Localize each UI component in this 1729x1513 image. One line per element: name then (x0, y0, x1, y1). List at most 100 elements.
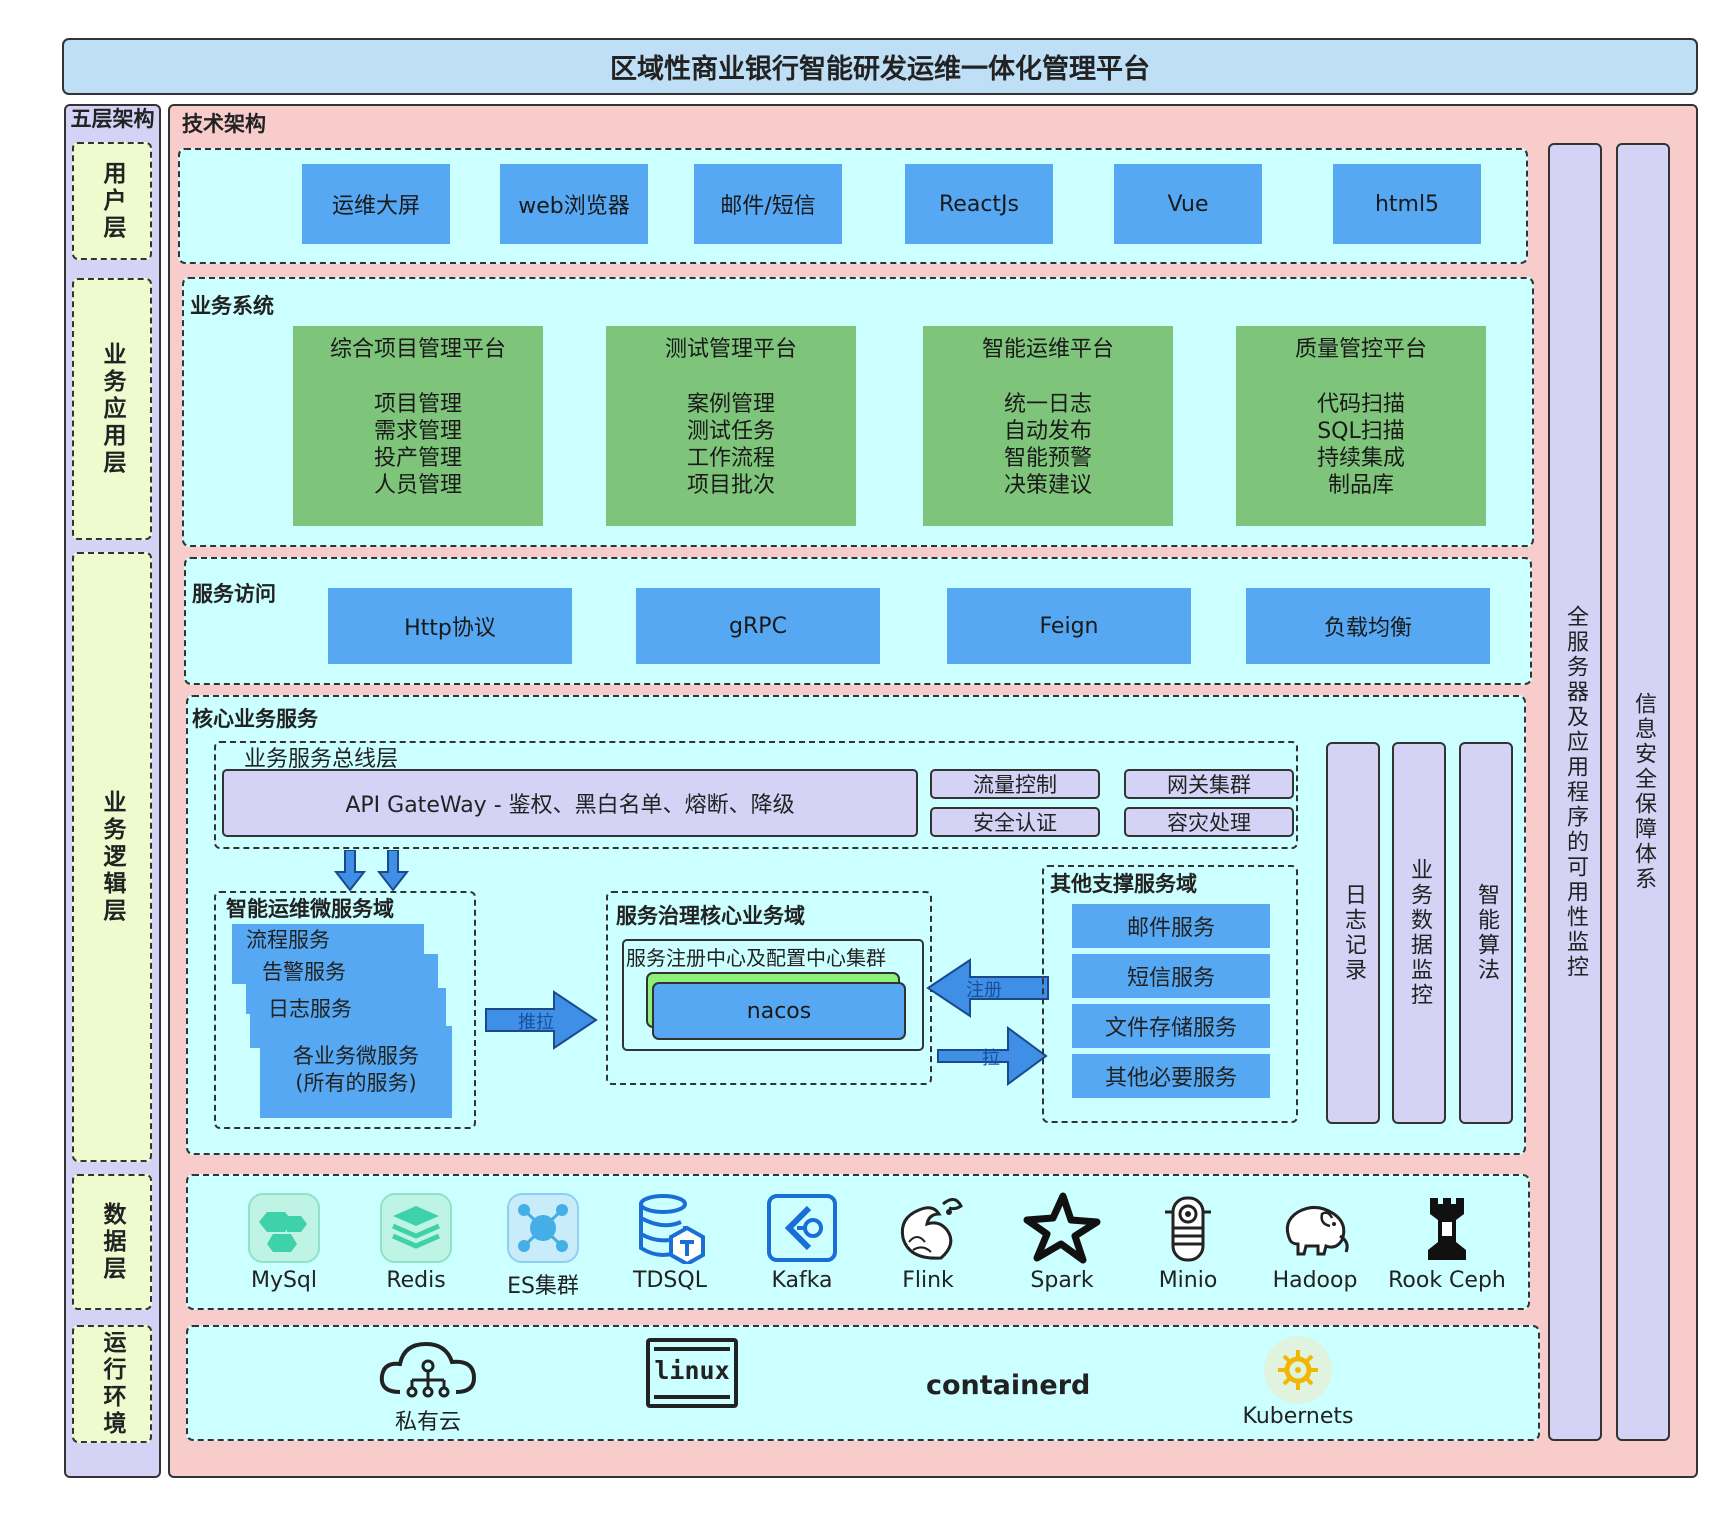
data-item-label: Minio (1158, 1268, 1218, 1293)
private-cloud-icon (379, 1341, 477, 1398)
data-item-label: Spark (1030, 1268, 1094, 1293)
layer-runtime: 运行环境 (72, 1325, 152, 1443)
kafka-icon (767, 1194, 837, 1262)
platform-item: 智能预警 (1003, 446, 1092, 471)
containerd-text: containerd (926, 1370, 1091, 1401)
platform-item: 投产管理 (373, 446, 462, 471)
data-item-label: Flink (902, 1268, 954, 1293)
data-item-minio: Minio (1138, 1192, 1238, 1293)
data-item-flink: Flink (878, 1192, 978, 1293)
col-info-security: 信息安全保障体系 (1616, 143, 1670, 1441)
user-item-html5: html5 (1333, 164, 1481, 244)
runtime-kubernetes: Kubernets (1234, 1336, 1362, 1429)
stack-flow-service: 流程服务 (246, 928, 330, 952)
platform-item: 项目批次 (686, 473, 775, 498)
data-item-es-cluster: ES集群 (488, 1192, 598, 1300)
data-item-spark: Spark (1012, 1192, 1112, 1293)
linux-text: linux (654, 1356, 730, 1385)
runtime-private-cloud: 私有云 (376, 1336, 480, 1436)
user-item-web-browser: web浏览器 (500, 164, 648, 244)
platform-item: 项目管理 (373, 392, 462, 417)
platform-title: 测试管理平台 (664, 337, 797, 362)
tech-architecture-title: 技术架构 (182, 112, 266, 136)
support-other-services: 其他必要服务 (1072, 1054, 1270, 1098)
flink-squirrel-icon (900, 1198, 963, 1260)
data-item-label: TDSQL (633, 1268, 707, 1293)
layer-business-app: 业务应用层 (72, 278, 152, 540)
bus-security-auth: 安全认证 (930, 807, 1100, 837)
user-item-reactjs: ReactJs (905, 164, 1053, 244)
col-info-security-text: 信息安全保障体系 (1631, 692, 1656, 892)
access-item-grpc: gRPC (636, 588, 880, 664)
push-pull-arrow-icon (485, 990, 598, 1050)
core-services-label: 核心业务服务 (192, 707, 318, 731)
redis-icon (380, 1193, 452, 1263)
platform-item: SQL扫描 (1317, 419, 1405, 444)
support-mail-service: 邮件服务 (1072, 904, 1270, 948)
registry-config-cluster (622, 939, 924, 1051)
data-item-label: Redis (386, 1268, 446, 1293)
registry-label: 服务注册中心及配置中心集群 (626, 946, 886, 970)
runtime-label: Kubernets (1242, 1404, 1354, 1429)
support-file-storage: 文件存储服务 (1072, 1004, 1270, 1048)
platform-title: 智能运维平台 (981, 337, 1114, 362)
linux-bar (654, 1347, 730, 1351)
push-pull-label: 推拉 (518, 1012, 554, 1033)
mysql-icon (248, 1193, 320, 1263)
data-item-tdsql: TDSQL (620, 1192, 720, 1293)
api-gateway: API GateWay - 鉴权、黑白名单、熔断、降级 (222, 769, 918, 837)
pull-label: 拉 (982, 1048, 1000, 1069)
bus-flow-control: 流量控制 (930, 769, 1100, 799)
data-item-label: Kafka (771, 1268, 833, 1293)
data-item-hadoop: Hadoop (1260, 1192, 1370, 1293)
support-domain-label: 其他支撑服务域 (1050, 872, 1197, 896)
col-smart-algorithm: 智能算法 (1459, 742, 1513, 1124)
ops-microservice-domain (214, 891, 476, 1129)
gov-domain-label: 服务治理核心业务域 (616, 904, 805, 928)
stack-card (260, 1026, 452, 1118)
bus-disaster-recovery: 容灾处理 (1124, 807, 1294, 837)
data-item-label: Rook Ceph (1388, 1268, 1506, 1293)
kubernetes-helm-icon (1264, 1336, 1332, 1404)
data-item-mysql: MySql (234, 1192, 334, 1293)
rook-ceph-icon (1428, 1198, 1466, 1260)
page-title: 区域性商业银行智能研发运维一体化管理平台 (62, 38, 1698, 95)
access-item-load-balance: 负载均衡 (1246, 588, 1490, 664)
register-arrow-icon (926, 958, 1049, 1018)
service-bus-label: 业务服务总线层 (244, 747, 399, 772)
col-smart-algorithm-text: 智能算法 (1474, 883, 1499, 983)
pull-arrow-icon (937, 1026, 1048, 1086)
col-availability-monitor-text: 全服务器及应用程序的可用性监控 (1563, 604, 1588, 980)
ops-domain-label: 智能运维微服务域 (226, 897, 394, 921)
layer-user: 用户层 (72, 142, 152, 260)
col-availability-monitor: 全服务器及应用程序的可用性监控 (1548, 143, 1602, 1441)
platform-item: 人员管理 (373, 473, 462, 498)
bus-gateway-cluster: 网关集群 (1124, 769, 1294, 799)
service-bus-box (214, 741, 1298, 849)
platform-item: 持续集成 (1316, 446, 1405, 471)
service-access-label: 服务访问 (192, 582, 276, 606)
access-item-http: Http协议 (328, 588, 572, 664)
platform-item: 工作流程 (686, 446, 775, 471)
data-item-kafka: Kafka (752, 1192, 852, 1293)
minio-icon (1165, 1196, 1211, 1262)
data-item-label: MySql (250, 1268, 318, 1293)
data-item-label: ES集群 (507, 1274, 579, 1299)
platform-item: 统一日志 (1003, 392, 1092, 417)
nacos-box: nacos (652, 982, 906, 1040)
data-item-redis: Redis (366, 1192, 466, 1293)
platform-item: 制品库 (1327, 473, 1394, 498)
stack-all-services: 各业务微服务 (293, 1044, 419, 1068)
es-cluster-icon (507, 1193, 579, 1263)
data-item-rook-ceph: Rook Ceph (1384, 1192, 1510, 1293)
col-business-data-monitor: 业务数据监控 (1392, 742, 1446, 1124)
layer-business-logic: 业务逻辑层 (72, 552, 152, 1162)
access-item-feign: Feign (947, 588, 1191, 664)
platform-item: 案例管理 (686, 392, 775, 417)
user-item-mail-sms: 邮件/短信 (694, 164, 842, 244)
linux-bar (654, 1395, 730, 1399)
platform-title: 综合项目管理平台 (329, 337, 506, 362)
col-business-data-monitor-text: 业务数据监控 (1407, 858, 1432, 1008)
support-sms-service: 短信服务 (1072, 954, 1270, 998)
other-support-domain (1042, 865, 1298, 1123)
